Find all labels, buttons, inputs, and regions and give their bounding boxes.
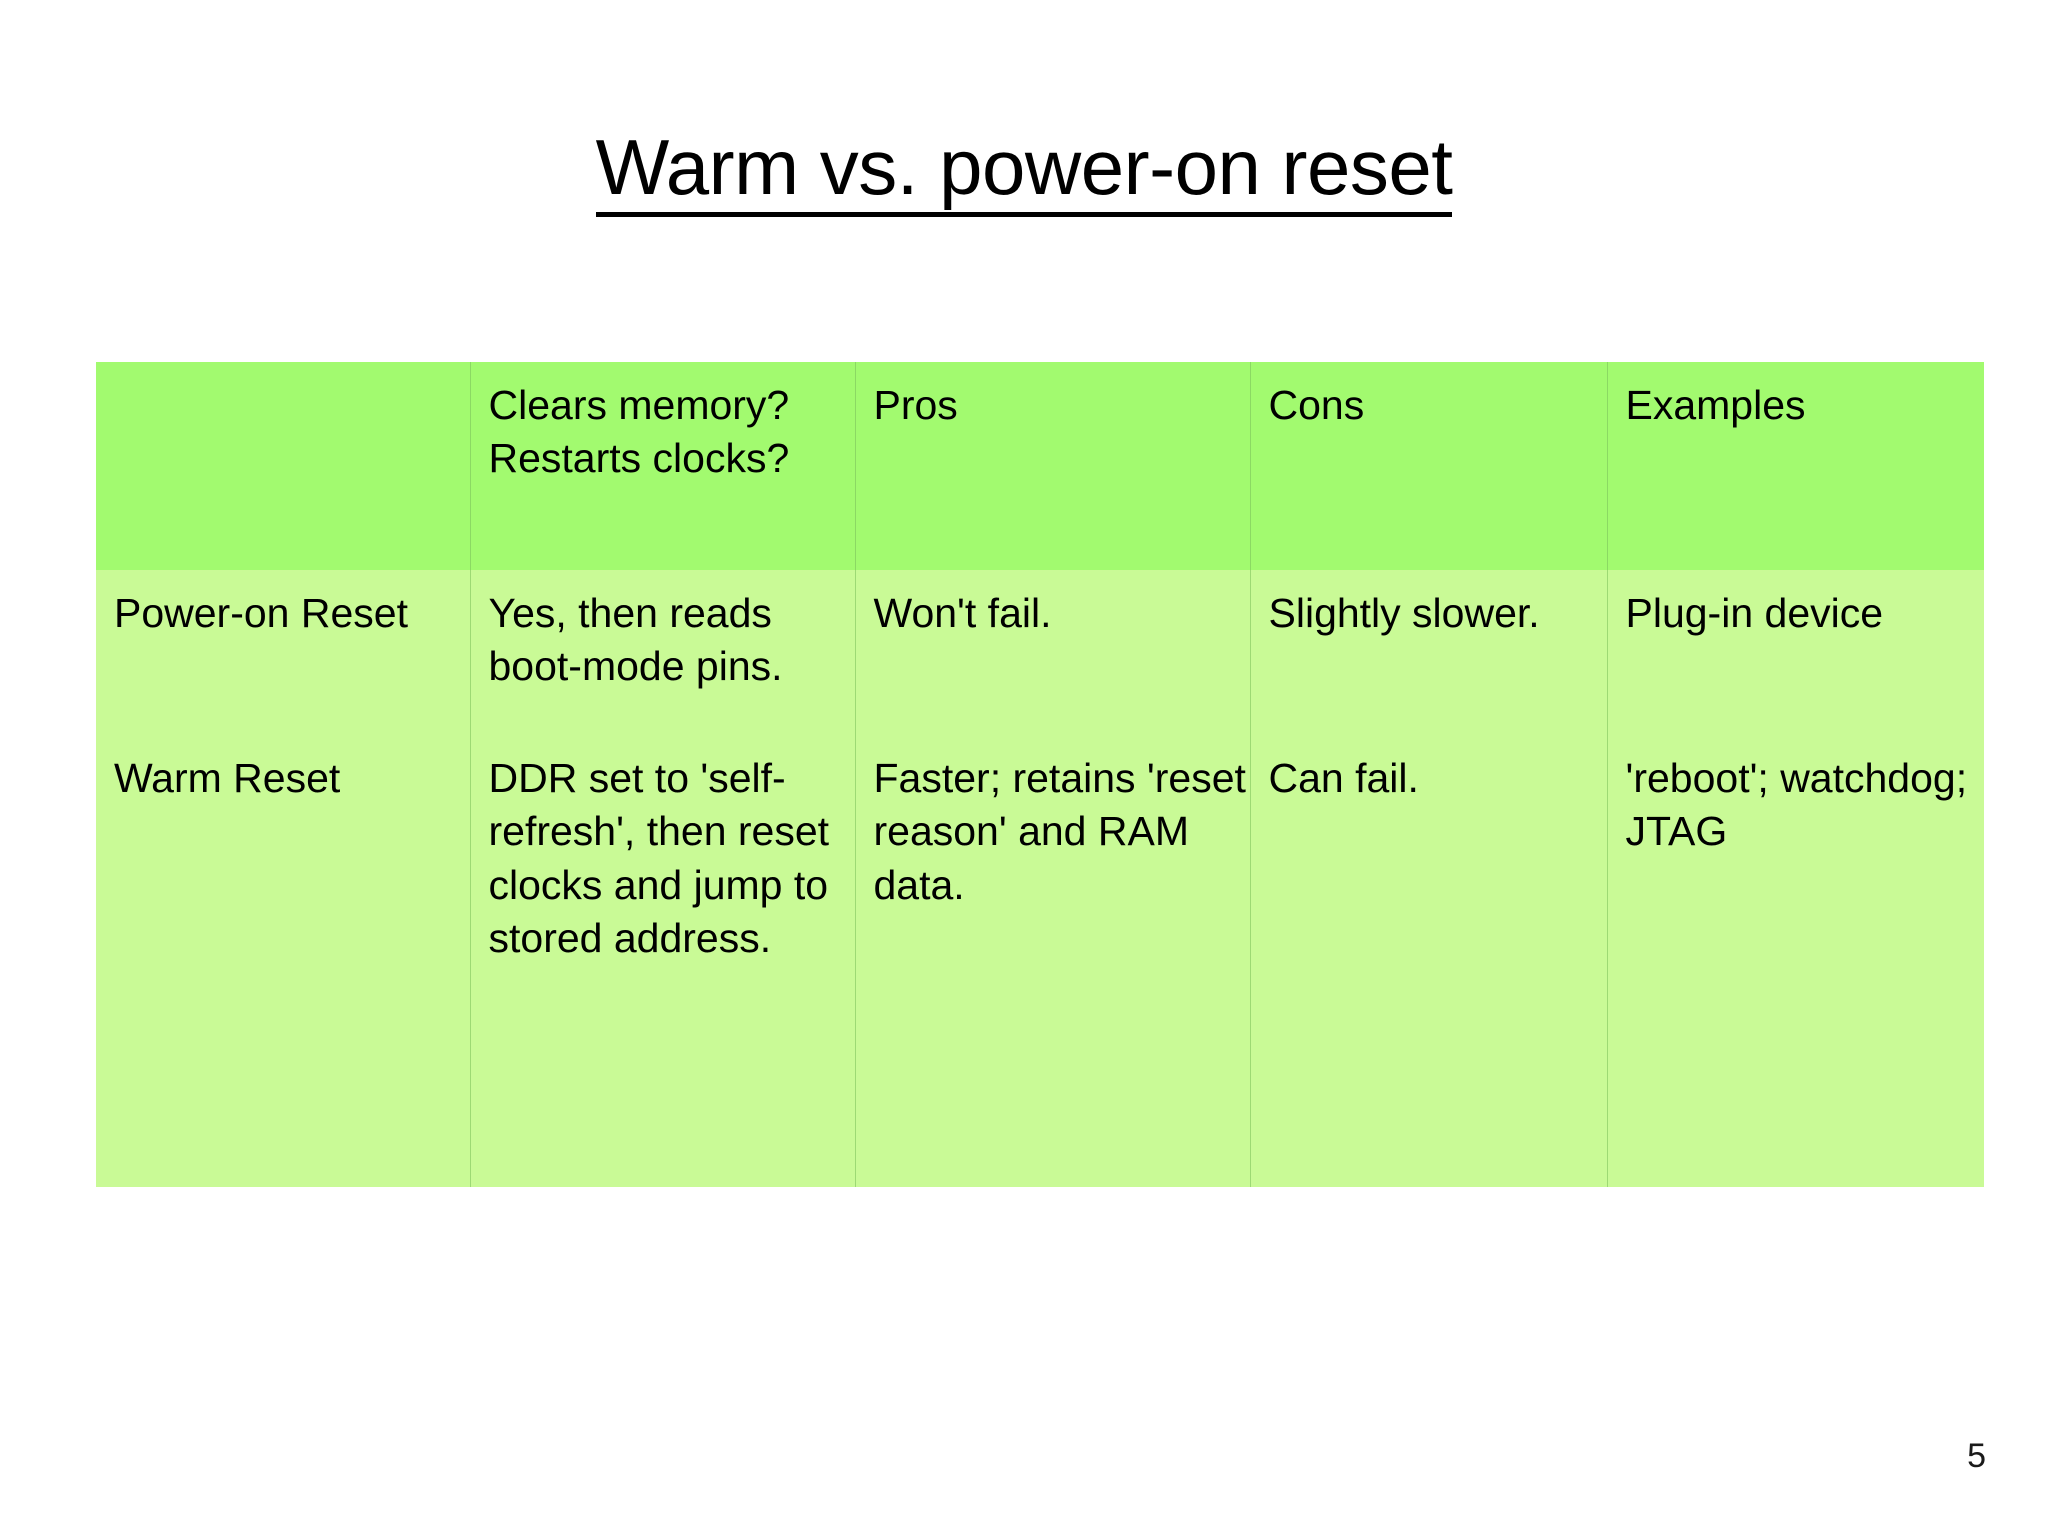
table-header-clears-memory: Clears memory? Restarts clocks? bbox=[470, 362, 856, 570]
table-header-examples: Examples bbox=[1607, 362, 1984, 570]
table-header-row: Clears memory? Restarts clocks? Pros Con… bbox=[96, 362, 1984, 570]
row-label-warm-reset: Warm Reset bbox=[96, 735, 471, 1187]
cell-power-on-reset-pros: Won't fail. bbox=[855, 570, 1251, 735]
table-header-pros: Pros bbox=[855, 362, 1251, 570]
cell-power-on-reset-cons: Slightly slower. bbox=[1250, 570, 1608, 735]
table-row: Warm Reset DDR set to 'self-refresh', th… bbox=[96, 735, 1984, 1187]
cell-power-on-reset-examples: Plug-in device bbox=[1607, 570, 1984, 735]
table-row: Power-on Reset Yes, then reads boot-mode… bbox=[96, 570, 1984, 735]
cell-power-on-reset-clears-memory: Yes, then reads boot-mode pins. bbox=[470, 570, 856, 735]
cell-warm-reset-cons: Can fail. bbox=[1250, 735, 1608, 1187]
cell-warm-reset-examples: 'reboot'; watchdog; JTAG bbox=[1607, 735, 1984, 1187]
table-header-cons: Cons bbox=[1250, 362, 1608, 570]
page-number: 5 bbox=[1967, 1437, 1986, 1475]
header-clears-memory-line1: Clears memory? bbox=[488, 382, 790, 428]
cell-warm-reset-pros: Faster; retains 'reset reason' and RAM d… bbox=[855, 735, 1251, 1187]
header-restarts-clocks-line2: Restarts clocks? bbox=[488, 435, 790, 482]
table-header-blank bbox=[96, 362, 471, 570]
page-title-text: Warm vs. power-on reset bbox=[595, 128, 1453, 217]
comparison-table: Clears memory? Restarts clocks? Pros Con… bbox=[96, 362, 1984, 1187]
cell-warm-reset-clears-memory: DDR set to 'self-refresh', then reset cl… bbox=[470, 735, 856, 1187]
page-title: Warm vs. power-on reset bbox=[0, 128, 2048, 217]
row-label-power-on-reset: Power-on Reset bbox=[96, 570, 471, 735]
